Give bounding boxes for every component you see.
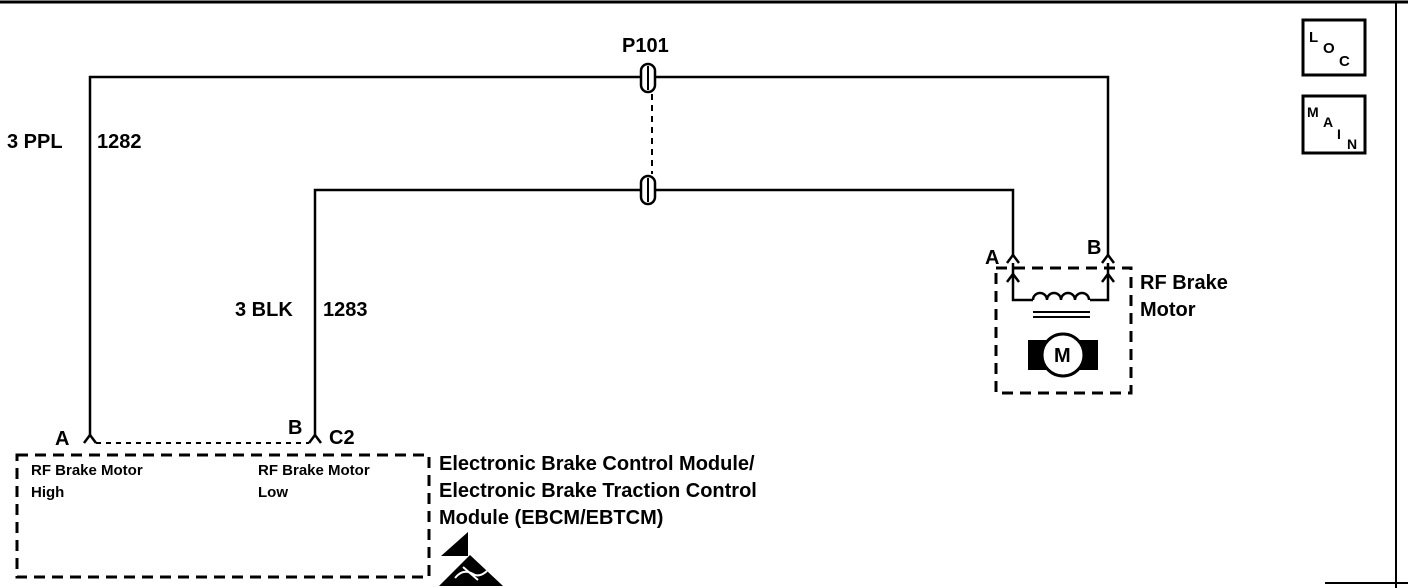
motor-terminal-a [1006,252,1020,264]
module-pin-b-desc-1: RF Brake Motor [258,462,370,479]
ebcm-module-box [15,442,431,579]
motor-name-line-2: Motor [1140,299,1196,321]
module-pin-a-desc-2: High [31,484,64,501]
wire-1283 [313,188,1015,435]
wire-1282 [88,75,1110,435]
motor-icon: M [1028,332,1098,378]
wire-1283-color: 3 BLK [235,299,293,321]
motor-pin-a: A [985,247,999,269]
main-letter-a: A [1323,114,1333,130]
rf-brake-motor-box [994,263,1133,395]
motor-name-line-1: RF Brake [1140,272,1228,294]
main-letter-i: I [1337,126,1341,142]
connector-label: P101 [622,35,669,57]
motor-terminal-b [1101,252,1115,264]
coil-icon [1031,291,1091,318]
module-connector: C2 [329,427,355,449]
module-name-line-2: Electronic Brake Traction Control [439,480,757,502]
inline-connector-p101 [639,62,657,206]
motor-pin-b: B [1087,237,1101,259]
loc-letter-o: O [1323,40,1335,57]
loc-letter-l: L [1309,29,1318,46]
wire-1282-color: 3 PPL [7,131,63,153]
module-name-line-1: Electronic Brake Control Module/ [439,453,755,475]
module-pin-a: A [55,428,69,450]
motor-symbol-letter: M [1054,345,1071,367]
wire-1283-circuit: 1283 [323,299,368,321]
loc-reference-box[interactable]: L O C [1301,18,1367,77]
esd-warning-icon [439,532,503,586]
main-letter-n: N [1347,136,1357,152]
module-pin-b: B [288,417,302,439]
module-pin-a-desc-1: RF Brake Motor [31,462,143,479]
module-pin-b-desc-2: Low [258,484,288,501]
module-terminal-b [308,432,322,444]
wire-1282-circuit: 1282 [97,131,142,153]
main-letter-m: M [1307,104,1319,120]
loc-letter-c: C [1339,53,1350,70]
module-terminal-a [83,432,97,444]
main-reference-box[interactable]: M A I N [1301,94,1367,155]
module-name-line-3: Module (EBCM/EBTCM) [439,507,663,529]
